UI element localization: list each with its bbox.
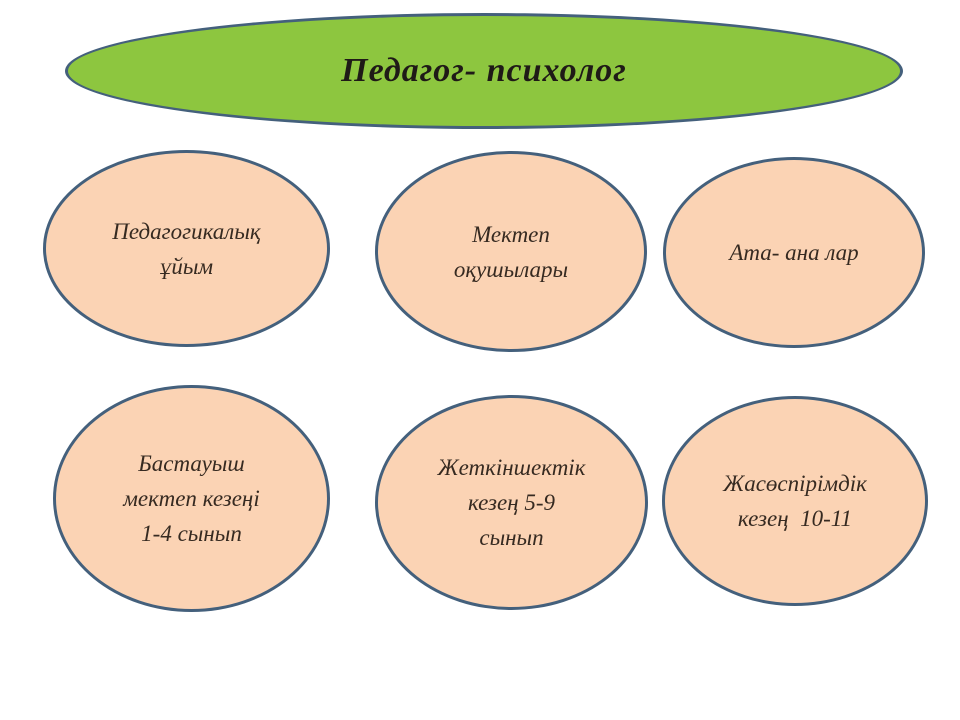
ellipse-label-line: 1-4 сынып — [141, 521, 242, 546]
ellipse-label-line: Жасөспірімдік — [723, 471, 867, 496]
ellipse-label-line: Педагогикалық — [112, 218, 261, 244]
ellipse-adolescent-period: Жеткіншектік кезең 5-9 сынып — [375, 395, 648, 610]
ellipse-parents: Ата- ана лар — [663, 157, 925, 348]
ellipse-label-line: мектеп кезеңі — [123, 486, 260, 511]
ellipse-label-line: Ата- ана лар — [729, 240, 859, 265]
ellipse-label-line: сынып — [479, 525, 544, 550]
page-title: Педагог- психолог — [341, 52, 627, 89]
ellipse-label-line: ұйым — [159, 253, 214, 279]
ellipse-label-line: кезең 10-11 — [737, 506, 853, 531]
ellipse-label-line: Мектеп — [472, 221, 550, 247]
ellipse-label-line: Бастауыш — [138, 451, 245, 476]
ellipse-primary-school: Бастауыш мектеп кезеңі 1-4 сынып — [53, 385, 330, 612]
ellipse-label-line: оқушылары — [453, 256, 569, 282]
ellipse-school-students: Мектеп оқушылары — [375, 151, 647, 352]
ellipse-youth-period: Жасөспірімдік кезең 10-11 — [662, 396, 928, 606]
ellipse-label-line: Жеткіншектік — [437, 455, 586, 480]
ellipse-label-line: кезең 5-9 — [467, 490, 556, 515]
ellipse-pedagogical-org: Педагогикалық ұйым — [43, 150, 330, 347]
title-ellipse: Педагог- психолог — [65, 13, 903, 129]
